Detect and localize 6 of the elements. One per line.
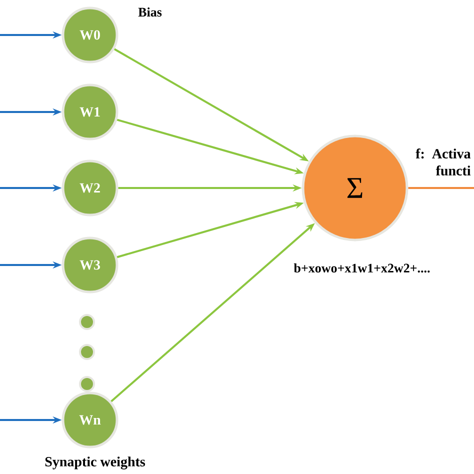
edge-label: f: Activa functi — [416, 148, 471, 176]
dot — [79, 344, 95, 360]
dot — [79, 314, 95, 330]
dot — [79, 376, 95, 392]
node-caption: b+xowo+x1w1+x2w2+.... — [294, 263, 430, 273]
node-caption: Bias — [138, 7, 162, 17]
